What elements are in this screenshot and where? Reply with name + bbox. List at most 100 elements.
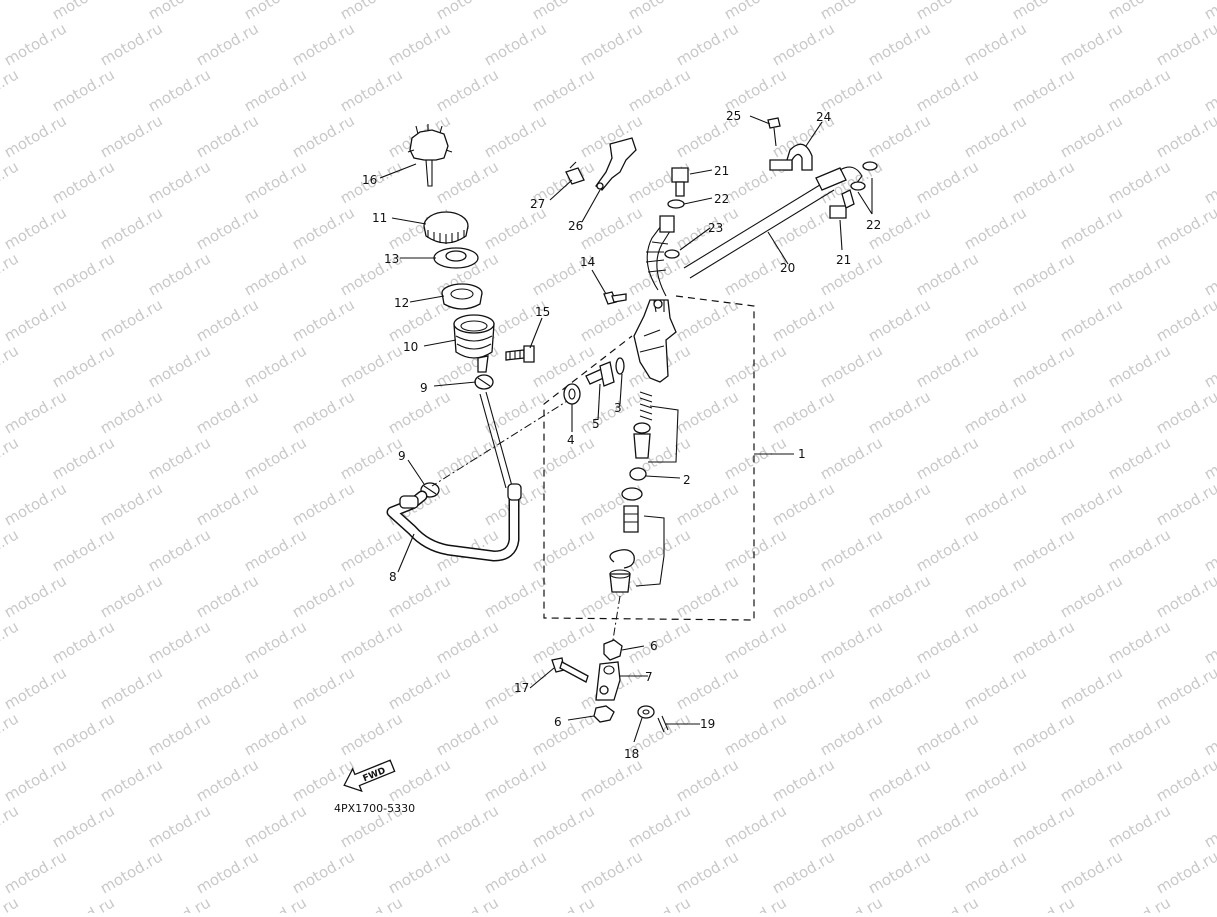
watermark-text: motod.ru: [721, 433, 790, 483]
watermark-text: motod.ru: [625, 801, 694, 851]
watermark-text: motod.ru: [1105, 709, 1174, 759]
watermark-text: motod.ru: [1201, 433, 1217, 483]
label-3: 3: [614, 401, 622, 415]
watermark-text: motod.ru: [721, 709, 790, 759]
watermark-text: motod.ru: [1009, 709, 1078, 759]
watermark-text: motod.ru: [241, 525, 310, 575]
hose-guide-24: [769, 143, 813, 171]
watermark-text: motod.ru: [1201, 893, 1217, 913]
watermark-text: motod.ru: [1105, 617, 1174, 667]
watermark-text: motod.ru: [721, 893, 790, 913]
watermark-text: motod.ru: [913, 433, 982, 483]
label-21-upper: 21: [714, 164, 729, 178]
watermark-text: motod.ru: [769, 295, 838, 345]
watermark-text: motod.ru: [1, 479, 70, 529]
centerline: [431, 397, 573, 487]
watermark-text: motod.ru: [145, 617, 214, 667]
watermark-text: motod.ru: [433, 801, 502, 851]
watermark-text: motod.ru: [625, 65, 694, 115]
watermark-text: motod.ru: [913, 801, 982, 851]
watermark-text: motod.ru: [385, 755, 454, 805]
watermark-text: motod.ru: [241, 433, 310, 483]
watermark-text: motod.ru: [1153, 387, 1217, 437]
watermark-text: motod.ru: [625, 617, 694, 667]
screw-25: [767, 117, 781, 147]
watermark-text: motod.ru: [817, 433, 886, 483]
label-17: 17: [514, 681, 529, 695]
watermark-text: motod.ru: [337, 709, 406, 759]
watermark-text: motod.ru: [817, 801, 886, 851]
watermark-text: motod.ru: [241, 893, 310, 913]
reservoir-cap-11: [423, 211, 469, 244]
watermark-text: motod.ru: [913, 893, 982, 913]
watermark-text: motod.ru: [961, 295, 1030, 345]
watermark-text: motod.ru: [97, 479, 166, 529]
watermark-text: motod.ru: [1, 19, 70, 69]
label-14: 14: [580, 255, 595, 269]
cotter-pin-19: [657, 715, 669, 733]
watermark-text: motod.ru: [769, 387, 838, 437]
watermark-text: motod.ru: [673, 663, 742, 713]
bolt-23: [664, 249, 680, 259]
watermark-text: motod.ru: [1, 847, 70, 897]
watermark-text: motod.ru: [1009, 341, 1078, 391]
watermark-text: motod.ru: [721, 525, 790, 575]
watermark-text: motod.ru: [1153, 479, 1217, 529]
watermark-text: motod.ru: [49, 433, 118, 483]
watermark-text: motod.ru: [97, 755, 166, 805]
watermark-text: motod.ru: [1201, 65, 1217, 115]
watermark-text: motod.ru: [193, 111, 262, 161]
watermark-text: motod.ru: [1201, 709, 1217, 759]
reservoir-hose-8: [386, 391, 522, 562]
watermark-text: motod.ru: [913, 157, 982, 207]
watermark-text: motod.ru: [289, 111, 358, 161]
watermark-text: motod.ru: [1057, 387, 1126, 437]
label-21-lower: 21: [836, 253, 851, 267]
watermark-text: motod.ru: [433, 893, 502, 913]
watermark-text: motod.ru: [865, 755, 934, 805]
watermark-text: motod.ru: [865, 111, 934, 161]
watermark-text: motod.ru: [1057, 295, 1126, 345]
watermark-text: motod.ru: [1201, 341, 1217, 391]
label-22-right: 22: [866, 218, 881, 232]
watermark-text: motod.ru: [625, 249, 694, 299]
union-bolt-21-left: [671, 167, 689, 197]
watermark-text: motod.ru: [481, 571, 550, 621]
watermark-text: motod.ru: [289, 387, 358, 437]
watermark-text: motod.ru: [337, 617, 406, 667]
watermark-text: motod.ru: [241, 65, 310, 115]
nut-6-upper: [603, 639, 623, 661]
fwd-label: FWD: [362, 766, 388, 784]
watermark-text: motod.ru: [193, 295, 262, 345]
watermark-text: motod.ru: [481, 111, 550, 161]
watermark-text: motod.ru: [1057, 111, 1126, 161]
watermark-text: motod.ru: [961, 571, 1030, 621]
label-20: 20: [780, 261, 795, 275]
watermark-text: motod.ru: [481, 19, 550, 69]
watermark-text: motod.ru: [289, 295, 358, 345]
watermark-text: motod.ru: [673, 295, 742, 345]
watermark-text: motod.ru: [193, 663, 262, 713]
watermark-text: motod.ru: [97, 387, 166, 437]
watermark-text: motod.ru: [1153, 203, 1217, 253]
watermark-text: motod.ru: [289, 663, 358, 713]
watermark-text: motod.ru: [673, 847, 742, 897]
watermark-text: motod.ru: [817, 709, 886, 759]
reservoir-seal-12: [441, 283, 483, 310]
watermark-text: motod.ru: [1057, 663, 1126, 713]
watermark-text: motod.ru: [97, 295, 166, 345]
watermark-text: motod.ru: [1057, 19, 1126, 69]
watermark-text: motod.ru: [0, 65, 22, 115]
watermark-text: motod.ru: [577, 203, 646, 253]
watermark-text: motod.ru: [145, 709, 214, 759]
watermark-text: motod.ru: [97, 19, 166, 69]
watermark-text: motod.ru: [913, 525, 982, 575]
watermark-text: motod.ru: [721, 65, 790, 115]
label-10: 10: [403, 340, 418, 354]
watermark-text: motod.ru: [289, 571, 358, 621]
label-5: 5: [592, 417, 600, 431]
label-18: 18: [624, 747, 639, 761]
clevis-7: [595, 661, 621, 701]
label-16: 16: [362, 173, 377, 187]
bracket-26: [595, 137, 637, 191]
